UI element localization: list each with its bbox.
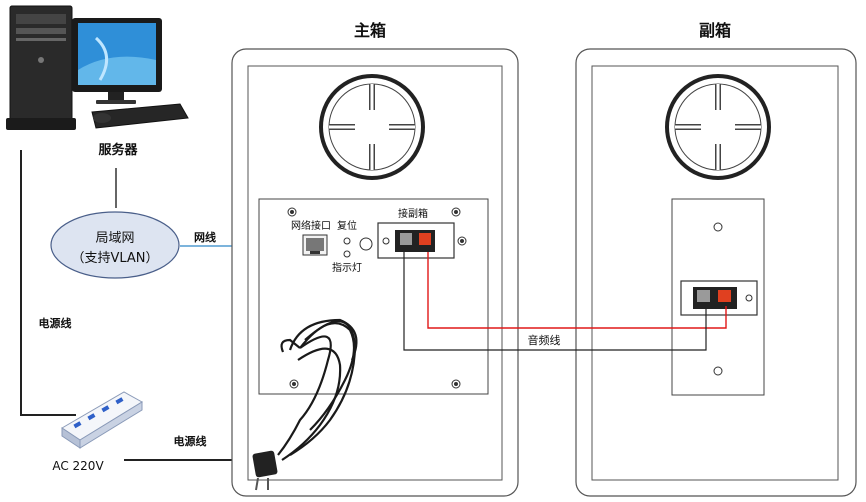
sub-connector-label: 接副箱	[398, 207, 428, 220]
network-cable-label: 网线	[194, 230, 216, 244]
lan-label-line1: 局域网	[95, 231, 134, 246]
power-strip-label: AC 220V	[52, 459, 104, 473]
power-cable-left	[20, 150, 76, 416]
reset-button[interactable]	[343, 237, 351, 245]
power-strip	[61, 391, 143, 449]
main-speaker-title: 主箱	[354, 21, 386, 40]
sub-panel-screw-bottom	[713, 366, 723, 376]
sub-speaker-driver	[665, 74, 771, 180]
lan-ellipse	[50, 211, 180, 279]
sub-connector	[680, 280, 758, 316]
power-cable-bottom-label: 电源线	[174, 434, 207, 448]
main-sub-connector	[377, 222, 455, 259]
server-keyboard	[91, 103, 189, 129]
indicator-label: 指示灯	[332, 261, 362, 274]
server-mouse	[93, 113, 111, 123]
lan-label-line2: （支持VLAN）	[71, 251, 158, 266]
main-speaker-driver	[319, 74, 425, 180]
server-label: 服务器	[98, 142, 138, 158]
panel-knob	[359, 237, 373, 251]
network-port-rj45	[302, 234, 328, 256]
audio-cable-black	[403, 252, 707, 351]
sub-panel-screw-top	[713, 222, 723, 232]
power-plug	[252, 450, 278, 491]
sub-speaker-title: 副箱	[699, 21, 731, 40]
reset-label: 复位	[337, 219, 357, 232]
server-tower	[9, 5, 73, 129]
server-computer	[6, 5, 189, 130]
power-cord-coil	[277, 318, 358, 461]
network-port-label: 网络接口	[291, 219, 331, 232]
audio-cable-label: 音频线	[528, 333, 561, 347]
audio-cable-red	[427, 252, 727, 329]
indicator-light	[343, 250, 351, 258]
panel-screws	[287, 207, 467, 389]
power-cable-left-label: 电源线	[39, 316, 72, 330]
